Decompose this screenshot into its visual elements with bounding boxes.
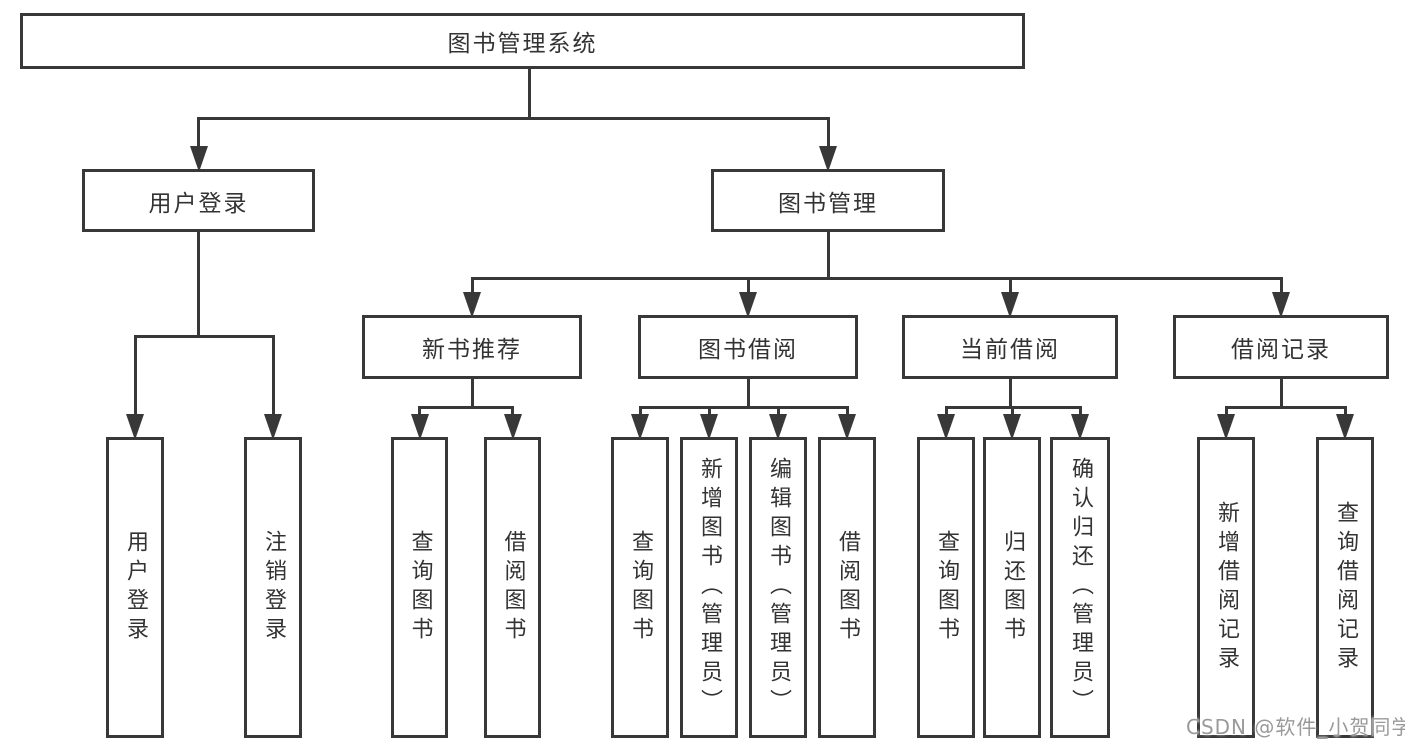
connector-line — [1343, 407, 1347, 416]
node-book-borrow: 图书借阅 — [638, 315, 858, 379]
connector-line — [826, 231, 830, 280]
connector-line — [133, 336, 137, 416]
connector-line — [470, 276, 1283, 280]
arrowhead-down-icon — [1217, 414, 1235, 440]
node-leaf-query-book-current: 查询图书 — [917, 437, 975, 738]
connector-line — [845, 407, 849, 416]
node-leaf-borrow-book: 借阅图书 — [818, 437, 876, 738]
node-label: 借阅图书 — [835, 529, 860, 646]
connector-line — [470, 278, 474, 294]
connector-line — [470, 378, 474, 409]
connector-line — [418, 405, 514, 409]
connector-line — [418, 407, 421, 416]
watermark: CSDN @软件_小贺同学 — [1186, 715, 1405, 739]
node-label: 查询图书 — [628, 529, 653, 646]
node-label: 查询图书 — [407, 529, 433, 646]
arrowhead-down-icon — [1071, 414, 1089, 440]
connector-line — [511, 407, 514, 416]
arrowhead-down-icon — [1272, 292, 1290, 318]
connector-line — [1008, 278, 1012, 294]
connector-line — [1224, 405, 1347, 409]
connector-line — [197, 116, 830, 120]
connector-line — [1010, 407, 1014, 416]
node-root: 图书管理系统 — [20, 13, 1025, 69]
connector-line — [707, 407, 711, 416]
connector-line — [1008, 378, 1012, 409]
node-leaf-user-login: 用户登录 — [106, 437, 164, 738]
connector-line — [1279, 278, 1283, 294]
node-leaf-edit-book: 编辑图书（管理员） — [749, 437, 807, 738]
node-leaf-borrow-book-new: 借阅图书 — [484, 437, 541, 738]
node-label: 确认归还（管理员） — [1068, 457, 1093, 718]
connector-line — [746, 278, 750, 294]
arrowhead-down-icon — [700, 414, 718, 440]
connector-line — [1224, 407, 1228, 416]
node-label: 图书借阅 — [698, 337, 798, 363]
arrowhead-down-icon — [819, 146, 837, 172]
node-label: 用户登录 — [148, 190, 249, 217]
node-label: 注销登录 — [261, 529, 286, 646]
arrowhead-down-icon — [1003, 414, 1021, 440]
node-leaf-add-borrow-record: 新增借阅记录 — [1197, 437, 1255, 738]
node-leaf-confirm-return: 确认归还（管理员） — [1050, 437, 1110, 738]
connector-line — [133, 334, 275, 338]
connector-line — [1078, 407, 1082, 416]
node-leaf-query-book-borrow: 查询图书 — [611, 437, 669, 738]
arrowhead-down-icon — [189, 146, 208, 172]
arrowhead-down-icon — [1001, 292, 1019, 318]
node-label: 借阅记录 — [1231, 337, 1331, 363]
arrowhead-down-icon — [937, 414, 955, 440]
node-label: 查询图书 — [934, 529, 959, 646]
connector-line — [776, 407, 780, 416]
arrowhead-down-icon — [126, 414, 144, 440]
connector-line — [638, 407, 642, 416]
node-user-login: 用户登录 — [82, 169, 315, 232]
node-leaf-query-book-new: 查询图书 — [391, 437, 448, 738]
node-leaf-logout: 注销登录 — [244, 437, 302, 738]
connector-line — [197, 118, 200, 148]
node-current-borrow: 当前借阅 — [902, 315, 1118, 379]
connector-line — [527, 68, 531, 120]
node-label: 用户登录 — [123, 529, 148, 646]
arrowhead-down-icon — [264, 414, 282, 440]
arrowhead-down-icon — [631, 414, 649, 440]
arrowhead-down-icon — [410, 414, 429, 440]
arrowhead-down-icon — [1336, 414, 1354, 440]
arrowhead-down-icon — [739, 292, 757, 318]
node-label: 新书推荐 — [422, 337, 522, 363]
connector-line — [197, 231, 200, 338]
node-label: 新增借阅记录 — [1214, 500, 1239, 675]
connector-line — [1279, 378, 1283, 409]
connector-line — [271, 336, 275, 416]
node-label: 查询借阅记录 — [1333, 500, 1358, 675]
connector-line — [638, 405, 849, 409]
arrowhead-down-icon — [463, 292, 481, 318]
node-label: 编辑图书（管理员） — [766, 457, 791, 718]
connector-line — [826, 118, 830, 148]
node-label: 借阅图书 — [500, 529, 526, 646]
node-label: 当前借阅 — [960, 337, 1060, 363]
arrowhead-down-icon — [769, 414, 787, 440]
node-label: 新增图书（管理员） — [697, 457, 722, 718]
connector-line — [746, 378, 750, 409]
arrowhead-down-icon — [838, 414, 856, 440]
node-label: 图书管理系统 — [447, 31, 598, 57]
connector-line — [944, 407, 948, 416]
node-leaf-query-borrow-record: 查询借阅记录 — [1316, 437, 1374, 738]
node-label: 图书管理 — [778, 190, 878, 217]
node-label: 归还图书 — [1000, 529, 1025, 646]
arrowhead-down-icon — [503, 414, 522, 440]
node-new-book-rec: 新书推荐 — [362, 315, 582, 379]
node-borrow-records: 借阅记录 — [1173, 315, 1389, 379]
node-leaf-add-book: 新增图书（管理员） — [680, 437, 738, 738]
node-leaf-return-book: 归还图书 — [983, 437, 1041, 738]
node-book-mgmt: 图书管理 — [711, 169, 945, 232]
